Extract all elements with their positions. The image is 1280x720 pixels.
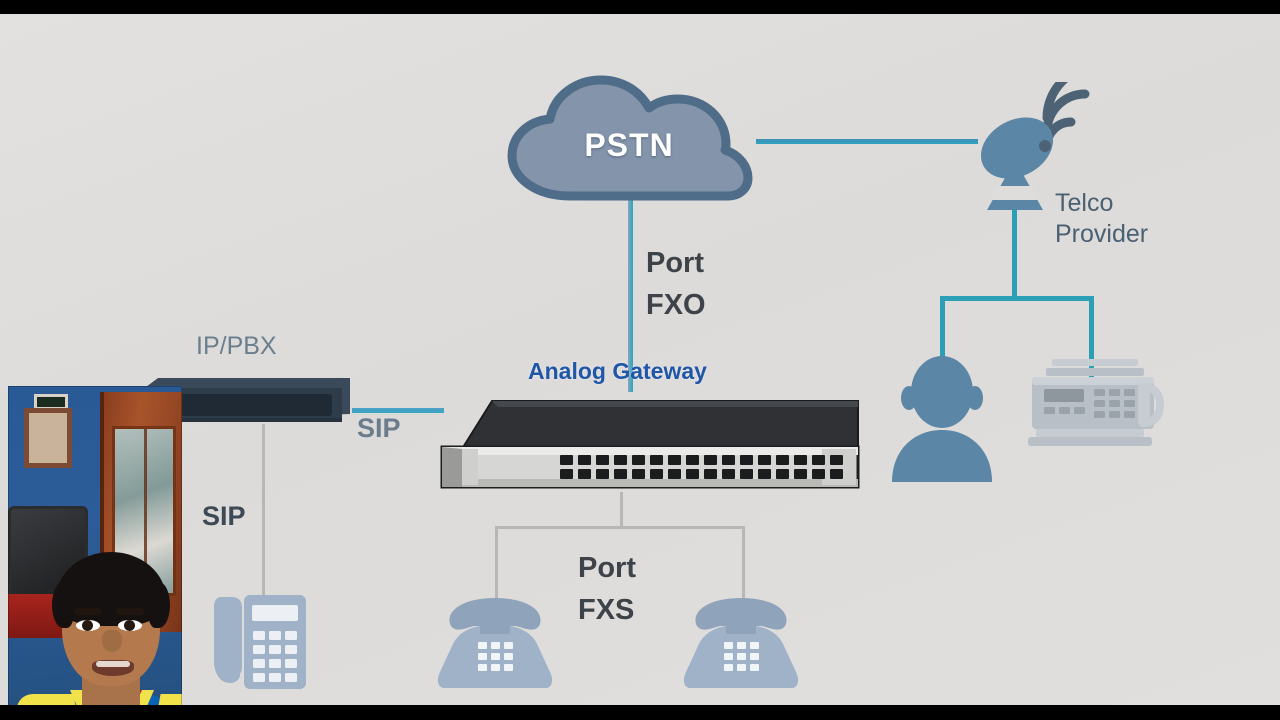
sip-label-gateway: SIP [357,413,401,443]
telco-provider-label: Telco Provider [1055,188,1148,251]
analog-phone-right-icon [682,592,800,690]
presenter-hair-right [148,582,170,628]
link-gateway-down [620,492,623,528]
person-silhouette-icon [888,354,996,482]
satellite-dish-icon [975,61,1105,212]
link-bus-to-fax [1089,296,1094,382]
link-telco-down [1012,184,1017,300]
fax-machine-icon [1026,359,1172,449]
wall-picture-frame [24,408,72,468]
presenter-nose [102,630,122,652]
television-set [8,506,88,598]
port-fxs-line1: Port [578,552,636,584]
sip-label-phone: SIP [202,501,246,531]
link-sip-pbx-to-gateway [352,408,444,413]
ip-pbx-label: IP/PBX [196,332,277,360]
link-pstn-to-gateway-fxo [628,184,633,392]
letterbox-bar-top [0,0,1280,14]
link-fxs-right [742,526,745,608]
link-telco-bus [940,296,1094,301]
letterbox-bar-bottom [0,705,1280,720]
analog-gateway-label: Analog Gateway [528,358,707,384]
link-pbx-to-ipphone [262,424,265,604]
port-fxs-line2: FXS [578,594,635,627]
presenter-brow-right [116,608,144,615]
presenter-pupil-left [82,620,93,631]
port-fxo-line2: FXO [646,289,706,322]
link-fxs-left [495,526,498,608]
presenter-pupil-right [124,620,135,631]
telco-label-line2: Provider [1055,220,1149,249]
link-pstn-to-telco [756,139,978,144]
analog-phone-left-icon [436,592,554,690]
telco-label-line1: Telco [1055,189,1114,217]
port-fxs-label: Port FXS [578,547,636,631]
ip-pbx-icon [142,376,350,426]
presenter [13,504,182,705]
port-fxo-label: Port FXO [646,242,706,326]
pstn-cloud-icon [500,74,758,206]
presenter-brow-left [74,608,102,615]
port-fxo-line1: Port [646,247,704,279]
pstn-label: PSTN [584,127,674,163]
presenter-teeth [96,661,130,667]
link-bus-to-user [940,296,945,366]
analog-gateway-icon [440,391,862,496]
diagram-canvas: PSTN Te [0,14,1280,705]
ip-desk-phone-icon [208,587,318,699]
presenter-hair-left [52,582,74,628]
link-fxs-bus [495,526,745,529]
presenter-video-overlay[interactable] [8,386,182,705]
